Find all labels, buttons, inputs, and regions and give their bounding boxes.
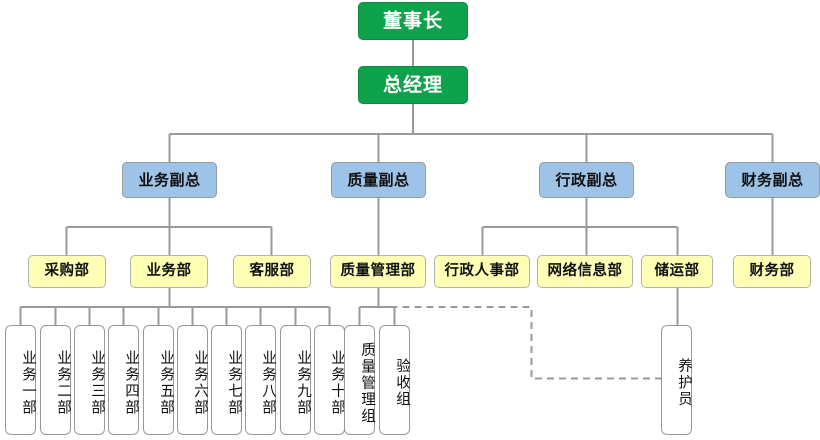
node-dept-storage-transport-label: 储运部 — [654, 262, 700, 279]
node-chairman[interactable]: 董事长 — [358, 2, 468, 40]
node-team-business-2-label: 业务二部 — [55, 350, 71, 416]
node-team-business-5-label: 业务五部 — [158, 350, 174, 416]
edge-dashed-quality-maintainer — [378, 306, 661, 380]
node-dept-admin-hr[interactable]: 行政人事部 — [434, 255, 530, 288]
node-dept-storage-transport[interactable]: 储运部 — [641, 255, 713, 288]
node-team-business-5[interactable]: 业务五部 — [143, 325, 174, 435]
node-dept-admin-hr-label: 行政人事部 — [444, 262, 520, 279]
node-vp-quality-label: 质量副总 — [347, 170, 410, 189]
node-dept-purchasing[interactable]: 采购部 — [28, 255, 106, 288]
node-vp-admin[interactable]: 行政副总 — [539, 162, 634, 198]
node-team-business-3-label: 业务三部 — [89, 350, 105, 416]
node-dept-purchasing-label: 采购部 — [44, 262, 90, 279]
node-vp-business-label: 业务副总 — [138, 170, 201, 189]
node-team-business-9[interactable]: 业务九部 — [280, 325, 311, 435]
node-general-manager-label: 总经理 — [382, 73, 443, 96]
node-team-business-1-label: 业务一部 — [20, 350, 36, 416]
node-dept-service[interactable]: 客服部 — [233, 255, 311, 288]
node-general-manager[interactable]: 总经理 — [358, 66, 468, 104]
node-dept-business[interactable]: 业务部 — [130, 255, 208, 288]
node-team-business-6[interactable]: 业务六部 — [177, 325, 208, 435]
node-team-business-8-label: 业务八部 — [260, 350, 276, 416]
node-team-business-7[interactable]: 业务七部 — [211, 325, 242, 435]
node-dept-quality-management-label: 质量管理部 — [340, 262, 416, 279]
node-team-business-3[interactable]: 业务三部 — [74, 325, 105, 435]
node-vp-finance-label: 财务副总 — [741, 170, 804, 189]
node-vp-quality[interactable]: 质量副总 — [331, 162, 426, 198]
node-dept-service-label: 客服部 — [249, 262, 295, 279]
node-dept-network-info[interactable]: 网络信息部 — [537, 255, 633, 288]
node-team-business-6-label: 业务六部 — [192, 350, 208, 416]
node-vp-admin-label: 行政副总 — [555, 170, 618, 189]
node-vp-business[interactable]: 业务副总 — [122, 162, 217, 198]
node-chairman-label: 董事长 — [382, 9, 443, 32]
node-dept-network-info-label: 网络信息部 — [547, 262, 623, 279]
node-team-business-2[interactable]: 业务二部 — [40, 325, 71, 435]
node-team-quality-group[interactable]: 质量管理组 — [344, 325, 375, 435]
node-team-maintainer-label: 养护员 — [676, 358, 692, 408]
node-team-business-1[interactable]: 业务一部 — [5, 325, 36, 435]
node-team-inspection-group-label: 验收组 — [394, 358, 410, 408]
node-team-quality-group-label: 质量管理组 — [359, 341, 375, 425]
node-team-business-4[interactable]: 业务四部 — [108, 325, 139, 435]
node-dept-business-label: 业务部 — [146, 262, 192, 279]
node-team-business-10-label: 业务十部 — [329, 350, 345, 416]
node-team-maintainer[interactable]: 养护员 — [661, 325, 692, 435]
node-team-inspection-group[interactable]: 验收组 — [379, 325, 410, 435]
node-team-business-9-label: 业务九部 — [295, 350, 311, 416]
node-team-business-8[interactable]: 业务八部 — [245, 325, 276, 435]
node-dept-finance-label: 财务部 — [749, 262, 795, 279]
node-dept-finance[interactable]: 财务部 — [733, 255, 811, 288]
node-team-business-4-label: 业务四部 — [123, 350, 139, 416]
node-vp-finance[interactable]: 财务副总 — [725, 162, 820, 198]
node-dept-quality-management[interactable]: 质量管理部 — [330, 255, 426, 288]
node-team-business-7-label: 业务七部 — [226, 350, 242, 416]
node-team-business-10[interactable]: 业务十部 — [314, 325, 345, 435]
